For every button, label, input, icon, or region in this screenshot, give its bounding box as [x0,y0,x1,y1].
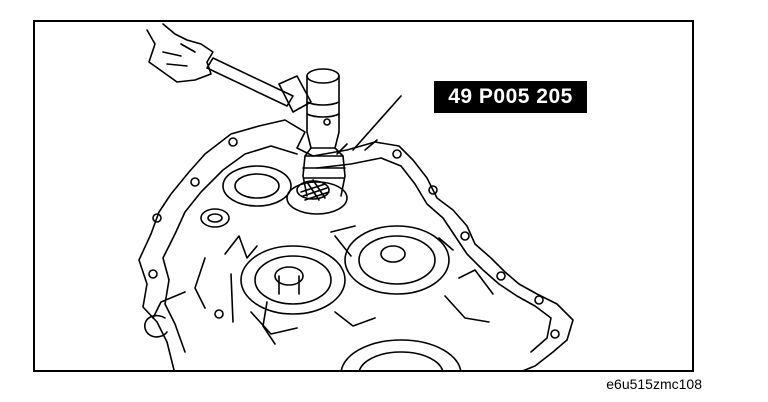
technical-illustration [138,23,574,370]
bushing-hatching [300,179,330,201]
illustration-frame: 49 P005 205 [33,20,694,372]
left-shaft-bore-center [274,266,304,286]
right-shaft-bore [344,225,450,295]
installer-tip [302,147,346,197]
bottom-bore-inner [358,351,444,370]
bolt-hole [460,231,470,241]
bolt-hole [228,137,238,147]
gloved-hand [146,23,214,83]
bolt-hole [214,309,224,319]
case-ribs [224,225,494,335]
left-shaft-bore [240,245,346,315]
part-number-callout: 49 P005 205 [434,81,587,113]
bolt-hole [534,295,544,305]
right-shaft-bore-center [380,245,406,263]
installer-grip-lines [306,101,340,118]
hammer-head [278,75,312,113]
left-shaft-bore-ring [254,255,332,305]
callout-leader-line [352,95,402,151]
bolt-hole [148,269,158,279]
right-shaft-bore-ring [358,235,436,285]
case-boss-inner [234,173,280,199]
small-boss [200,208,230,228]
bolt-hole [152,213,162,223]
installer-handle [306,75,340,149]
bottom-bore [340,339,462,370]
transmission-case-outline [138,119,574,370]
bolt-hole [190,177,200,187]
case-boss [222,165,292,207]
hammer-handle [206,57,294,107]
case-webbing [152,257,276,345]
bolt-hole [550,329,560,339]
bolt-hole [496,271,506,281]
bolt-hole [428,185,438,195]
installer-pin [323,118,331,126]
case-flange-line [162,145,552,353]
glove-fingers [162,43,196,67]
installer-top [306,68,340,84]
image-id-label: e6u515zmc108 [606,376,702,392]
bolt-hole [392,149,402,159]
side-port [144,314,168,338]
small-boss-inner [207,213,223,223]
left-shaft-stub [278,275,300,295]
